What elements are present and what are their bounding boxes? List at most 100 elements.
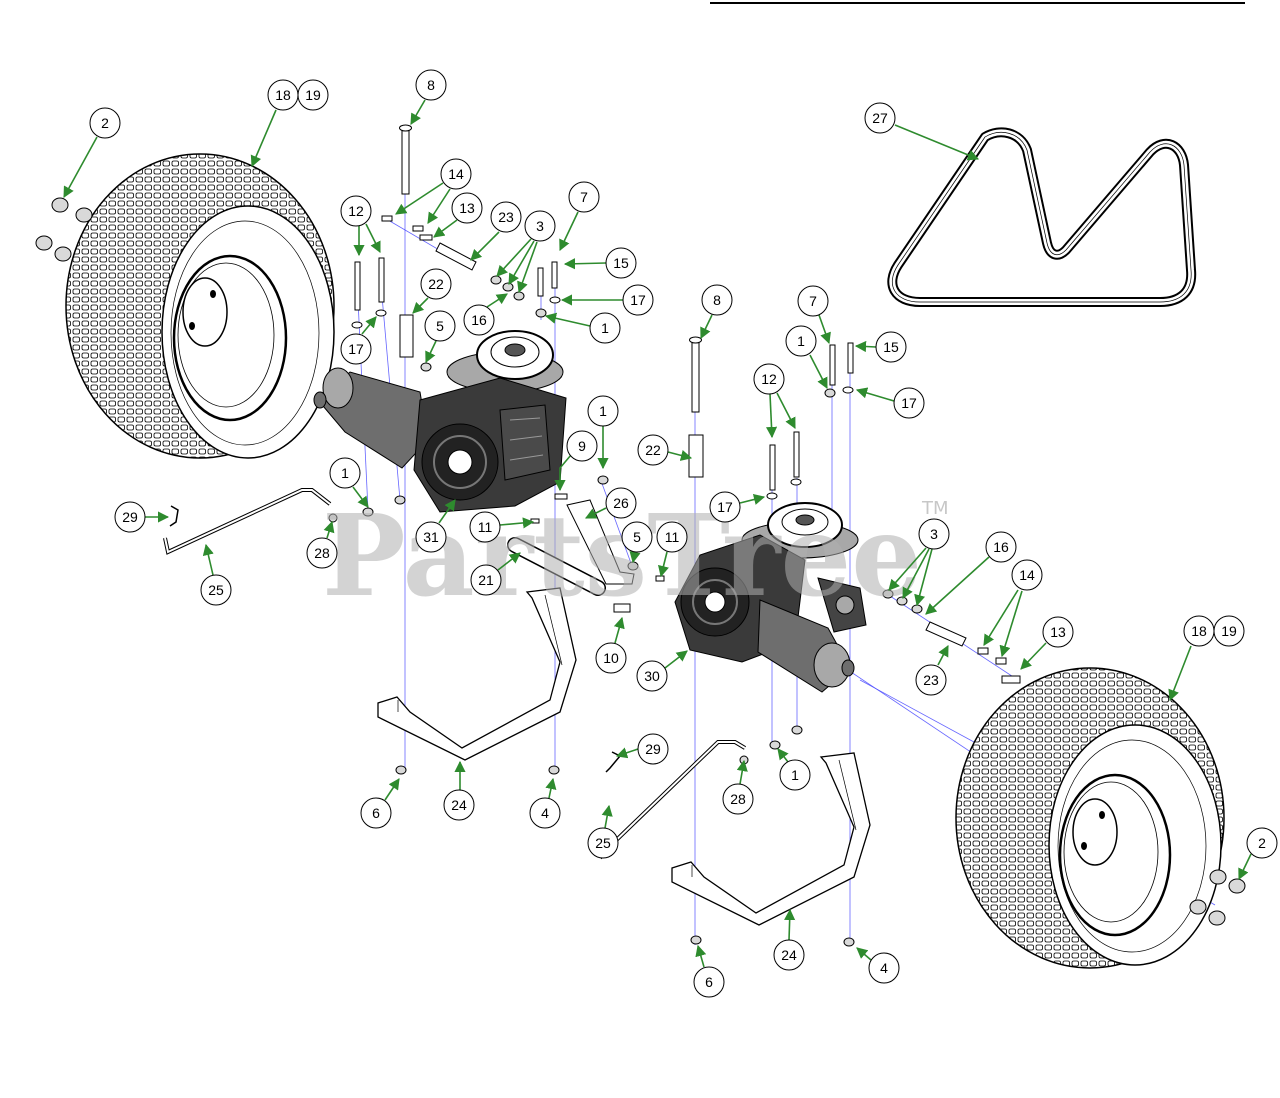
callout-12[interactable]: 12 <box>340 195 372 227</box>
callout-label: 16 <box>471 312 487 328</box>
callout-label: 23 <box>498 209 514 225</box>
callout-label: 23 <box>923 672 939 688</box>
callout-17[interactable]: 17 <box>709 491 741 523</box>
callout-label: 1 <box>341 465 349 481</box>
callout-22[interactable]: 22 <box>637 434 669 466</box>
callout-30[interactable]: 30 <box>636 660 668 692</box>
callout-label: 19 <box>1221 623 1237 639</box>
callout-19[interactable]: 19 <box>1213 615 1245 647</box>
callout-label: 14 <box>448 166 464 182</box>
callout-7[interactable]: 7 <box>568 181 600 213</box>
callout-11[interactable]: 11 <box>656 521 688 553</box>
callout-5[interactable]: 5 <box>424 310 456 342</box>
callout-27[interactable]: 27 <box>864 102 896 134</box>
callout-28[interactable]: 28 <box>722 783 754 815</box>
callout-15[interactable]: 15 <box>875 331 907 363</box>
callout-1[interactable]: 1 <box>785 325 817 357</box>
callout-10[interactable]: 10 <box>595 642 627 674</box>
callout-13[interactable]: 13 <box>1042 616 1074 648</box>
callout-label: 12 <box>348 203 364 219</box>
callout-12[interactable]: 12 <box>753 363 785 395</box>
callout-label: 1 <box>791 767 799 783</box>
callout-8[interactable]: 8 <box>415 69 447 101</box>
callout-31[interactable]: 31 <box>415 521 447 553</box>
callout-17[interactable]: 17 <box>622 284 654 316</box>
callout-18[interactable]: 18 <box>1183 615 1215 647</box>
callout-label: 16 <box>993 539 1009 555</box>
callout-4[interactable]: 4 <box>868 952 900 984</box>
callout-1[interactable]: 1 <box>779 759 811 791</box>
watermark-trademark: TM <box>921 498 949 519</box>
callout-7[interactable]: 7 <box>797 285 829 317</box>
drive-belt <box>887 127 1197 307</box>
callout-label: 6 <box>705 974 713 990</box>
callout-label: 29 <box>122 509 138 525</box>
callout-13[interactable]: 13 <box>451 192 483 224</box>
callout-1[interactable]: 1 <box>329 457 361 489</box>
left-mounting-plate <box>377 587 577 761</box>
callout-22[interactable]: 22 <box>420 268 452 300</box>
callout-label: 18 <box>275 87 291 103</box>
callout-25[interactable]: 25 <box>200 574 232 606</box>
callout-label: 14 <box>1019 567 1035 583</box>
callout-3[interactable]: 3 <box>524 210 556 242</box>
callout-16[interactable]: 16 <box>463 304 495 336</box>
callout-24[interactable]: 24 <box>443 789 475 821</box>
callout-label: 19 <box>305 87 321 103</box>
callout-29[interactable]: 29 <box>637 733 669 765</box>
callout-1[interactable]: 1 <box>587 395 619 427</box>
callout-label: 22 <box>428 276 444 292</box>
callout-6[interactable]: 6 <box>360 797 392 829</box>
callout-24[interactable]: 24 <box>773 939 805 971</box>
callout-28[interactable]: 28 <box>306 537 338 569</box>
callout-label: 15 <box>883 339 899 355</box>
callout-label: 18 <box>1191 623 1207 639</box>
callout-label: 9 <box>578 438 586 454</box>
callout-17[interactable]: 17 <box>893 387 925 419</box>
callout-label: 25 <box>595 835 611 851</box>
callout-17[interactable]: 17 <box>340 333 372 365</box>
callout-29[interactable]: 29 <box>114 501 146 533</box>
callout-8[interactable]: 8 <box>701 284 733 316</box>
callout-label: 25 <box>208 582 224 598</box>
callout-21[interactable]: 21 <box>470 564 502 596</box>
callout-label: 31 <box>423 529 439 545</box>
callout-label: 24 <box>451 797 467 813</box>
callouts: 2 18 19 8 27 14 12 13 23 3 7 15 22 17 16… <box>89 69 1278 998</box>
callout-16[interactable]: 16 <box>985 531 1017 563</box>
callout-label: 3 <box>930 526 938 542</box>
callout-label: 29 <box>645 741 661 757</box>
callout-label: 2 <box>101 115 109 131</box>
left-control-rod <box>163 488 338 555</box>
callout-3[interactable]: 3 <box>918 518 950 550</box>
callout-25[interactable]: 25 <box>587 827 619 859</box>
callout-label: 15 <box>613 255 629 271</box>
callout-label: 7 <box>580 189 588 205</box>
callout-label: 5 <box>436 318 444 334</box>
callout-9[interactable]: 9 <box>566 430 598 462</box>
watermark: PartsTree TM <box>322 491 949 622</box>
callout-label: 27 <box>872 110 888 126</box>
callout-19[interactable]: 19 <box>297 79 329 111</box>
callout-4[interactable]: 4 <box>529 797 561 829</box>
callout-label: 1 <box>601 320 609 336</box>
callout-26[interactable]: 26 <box>605 487 637 519</box>
callout-label: 1 <box>797 333 805 349</box>
callout-18[interactable]: 18 <box>267 79 299 111</box>
callout-label: 26 <box>613 495 629 511</box>
callout-11[interactable]: 11 <box>469 511 501 543</box>
callout-1[interactable]: 1 <box>589 312 621 344</box>
callout-label: 21 <box>478 572 494 588</box>
callout-15[interactable]: 15 <box>605 247 637 279</box>
callout-5[interactable]: 5 <box>621 521 653 553</box>
callout-23[interactable]: 23 <box>915 664 947 696</box>
callout-6[interactable]: 6 <box>693 966 725 998</box>
callout-2[interactable]: 2 <box>89 107 121 139</box>
callout-label: 7 <box>809 293 817 309</box>
callout-14[interactable]: 14 <box>1011 559 1043 591</box>
callout-2[interactable]: 2 <box>1246 827 1278 859</box>
callout-14[interactable]: 14 <box>440 158 472 190</box>
callout-label: 11 <box>478 519 493 535</box>
callout-23[interactable]: 23 <box>490 201 522 233</box>
